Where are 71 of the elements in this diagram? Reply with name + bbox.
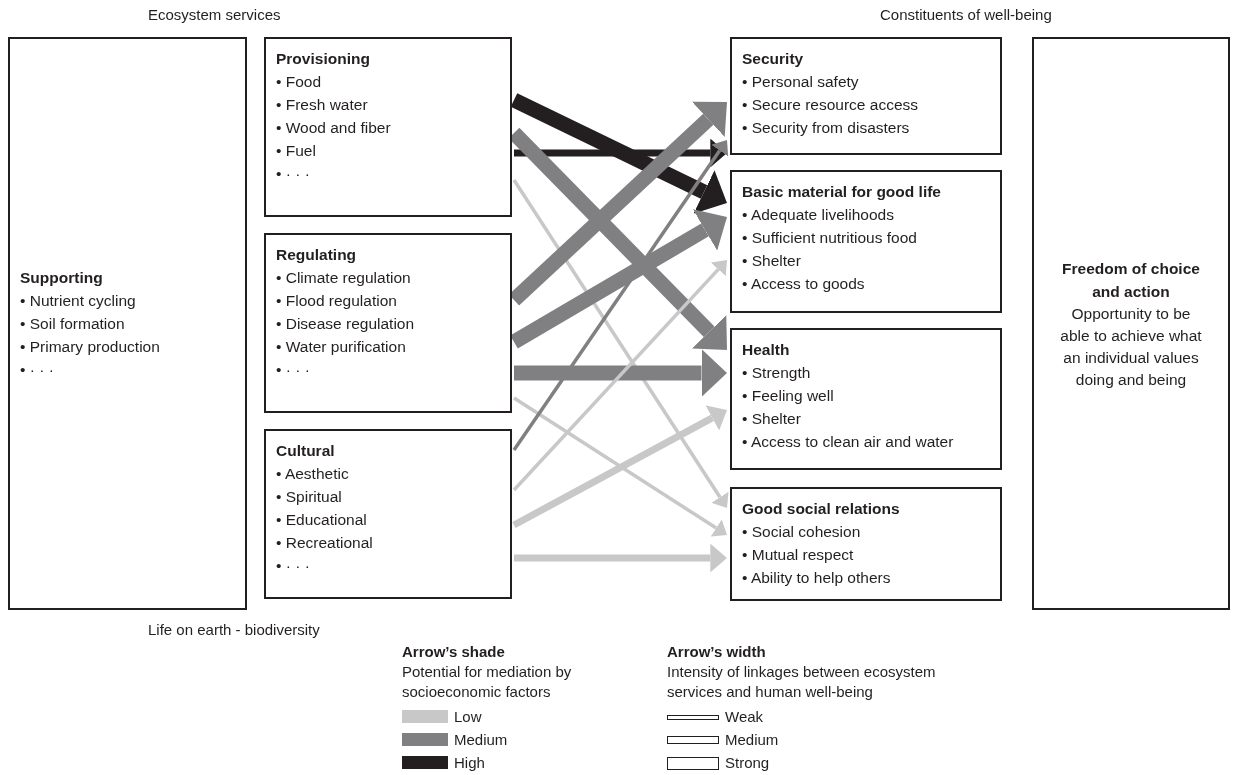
service-box <box>264 233 512 413</box>
box-heading: Provisioning <box>276 49 371 69</box>
list-item: • Shelter <box>742 251 802 271</box>
legend-heading: Arrow’s shade <box>402 642 506 662</box>
legend-description: Intensity of linkages between ecosystem services and human well-being <box>667 662 937 702</box>
box-heading: Supporting <box>20 268 104 288</box>
list-item: • Fuel <box>276 141 317 161</box>
box-heading: Security <box>742 49 805 69</box>
list-item: • · · · <box>20 360 55 380</box>
list-item: • Secure resource access <box>742 95 919 115</box>
service-box <box>264 429 512 599</box>
section-heading: Ecosystem services <box>148 5 282 25</box>
list-item: • Primary production <box>20 337 161 357</box>
list-item: • Water purification <box>276 337 407 357</box>
arrow <box>514 543 727 573</box>
list-item: • Access to goods <box>742 274 866 294</box>
legend-label: Medium <box>454 730 508 750</box>
list-item: • Mutual respect <box>742 545 855 565</box>
list-item: • Climate regulation <box>276 268 412 288</box>
list-item: • Flood regulation <box>276 291 398 311</box>
box-heading: Health <box>742 340 791 360</box>
service-box <box>730 487 1002 601</box>
service-box <box>264 37 512 217</box>
list-item: • Recreational <box>276 533 374 553</box>
list-item: • Ability to help others <box>742 568 892 588</box>
arrow <box>514 138 727 168</box>
list-item: • Wood and fiber <box>276 118 392 138</box>
list-item: • Feeling well <box>742 386 835 406</box>
list-item: • Shelter <box>742 409 802 429</box>
legend-heading: Arrow’s width <box>667 642 767 662</box>
list-item: • · · · <box>276 164 311 184</box>
list-item: • Adequate livelihoods <box>742 205 895 225</box>
arrow <box>514 349 727 397</box>
list-item: • Educational <box>276 510 368 530</box>
list-item: • Personal safety <box>742 72 860 92</box>
list-item: • Access to clean air and water <box>742 432 955 452</box>
list-item: • Disease regulation <box>276 314 416 334</box>
list-item: • · · · <box>276 360 311 380</box>
service-box <box>730 328 1002 470</box>
legend-description: Potential for mediation by socioeconomic factors <box>402 662 573 702</box>
service-box <box>1032 37 1230 610</box>
list-item: • Aesthetic <box>276 464 350 484</box>
list-item: • · · · <box>276 556 311 576</box>
list-item: • Sufficient nutritious food <box>742 228 918 248</box>
list-item: • Fresh water <box>276 95 369 115</box>
service-box <box>8 37 247 610</box>
service-box <box>730 37 1002 155</box>
legend-label: Medium <box>725 730 779 750</box>
list-item: • Spiritual <box>276 487 343 507</box>
list-item: • Strength <box>742 363 812 383</box>
footer-caption: Life on earth - biodiversity <box>148 620 321 640</box>
box-heading: Cultural <box>276 441 336 461</box>
box-heading: Good social relations <box>742 499 901 519</box>
box-heading: Basic material for good life <box>742 182 942 202</box>
arrow <box>512 179 729 508</box>
legend-label: Weak <box>725 707 764 727</box>
legend-label: Strong <box>725 753 770 773</box>
box-heading: Regulating <box>276 245 358 265</box>
list-item: • Soil formation <box>20 314 126 334</box>
list-item: • Security from disasters <box>742 118 911 138</box>
list-item: • Food <box>276 72 323 92</box>
list-item: • Social cohesion <box>742 522 862 542</box>
box-heading: Freedom of choice and action <box>1061 258 1201 302</box>
list-item: • Nutrient cycling <box>20 291 137 311</box>
box-description: Opportunity to be able to achieve what an individual values doing and being <box>1059 303 1203 390</box>
section-heading: Constituents of well-being <box>880 5 1053 25</box>
legend-label: Low <box>454 707 482 727</box>
arrow <box>512 260 727 492</box>
service-box <box>730 170 1002 313</box>
arrow <box>512 140 729 451</box>
legend-label: High <box>454 753 485 773</box>
